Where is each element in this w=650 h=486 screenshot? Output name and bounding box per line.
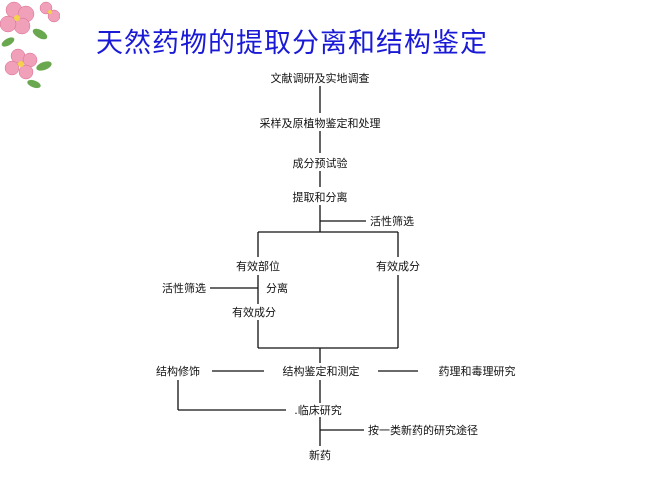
- node-new-drug-route: 按一类新药的研究途径: [368, 423, 478, 437]
- node-separation: 分离: [266, 281, 288, 295]
- node-pharmacology: 药理和毒理研究: [439, 364, 516, 378]
- node-survey: 文献调研及实地调查: [271, 71, 370, 85]
- node-active-part: 有效部位: [236, 259, 280, 273]
- flower-icon: [0, 1, 61, 89]
- node-clinical: .临床研究: [294, 403, 342, 417]
- node-pretest: 成分预试验: [293, 156, 348, 170]
- node-activity-screen-1: 活性筛选: [370, 214, 414, 228]
- node-structure-determination: 结构鉴定和测定: [283, 364, 360, 378]
- node-active-component-right: 有效成分: [376, 259, 420, 273]
- node-sampling: 采样及原植物鉴定和处理: [260, 116, 381, 130]
- node-active-component-left: 有效成分: [232, 305, 276, 319]
- node-structure-modification: 结构修饰: [156, 364, 200, 378]
- slide-title: 天然药物的提取分离和结构鉴定: [96, 28, 488, 59]
- node-extraction: 提取和分离: [293, 190, 348, 204]
- node-new-drug: 新药: [309, 448, 331, 462]
- node-activity-screen-2: 活性筛选: [162, 281, 206, 295]
- flower-decoration: [0, 0, 61, 90]
